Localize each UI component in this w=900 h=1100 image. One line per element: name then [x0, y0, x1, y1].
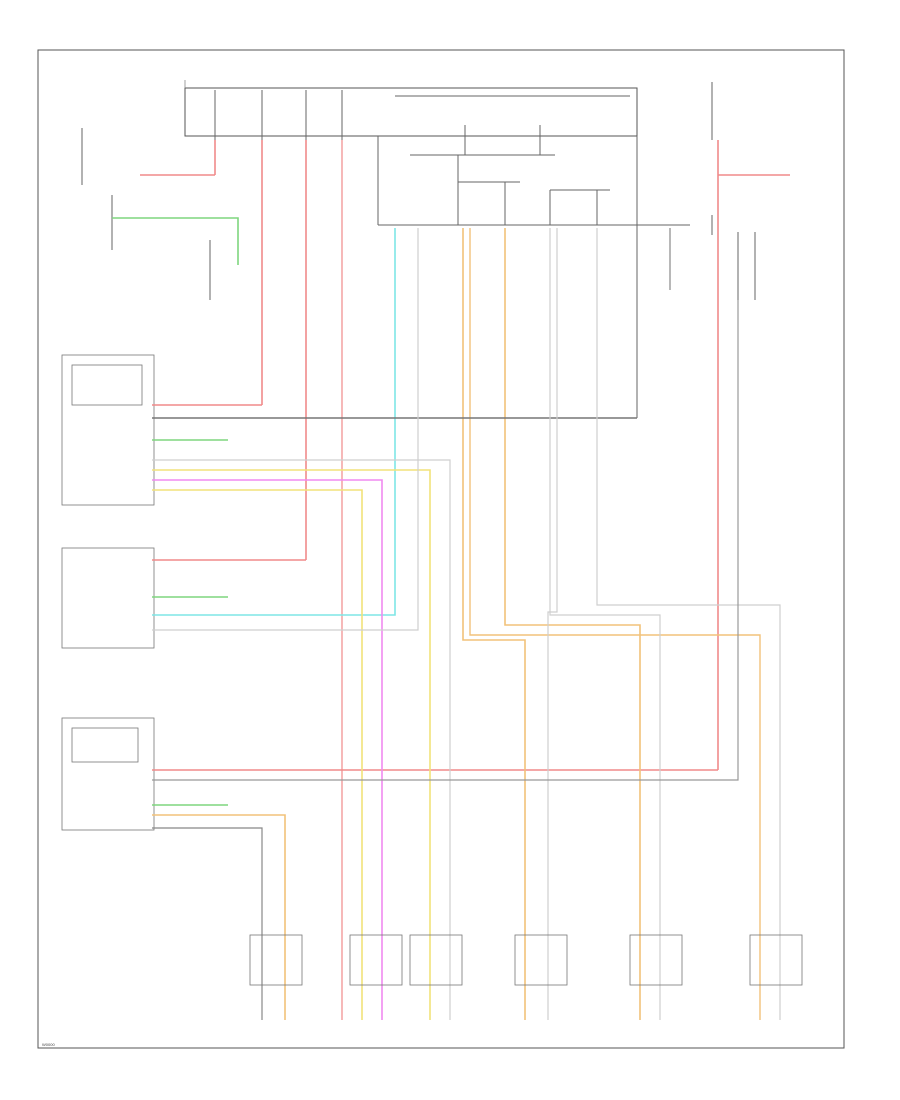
wire-gray-8 [152, 827, 263, 1020]
wire-gray-4 [549, 228, 661, 1020]
wire-yellow-4 [504, 228, 641, 1020]
wire-yellow-2 [152, 489, 363, 1020]
wire-green-1 [112, 217, 239, 265]
actuator-left-rear [514, 934, 568, 986]
fuse-block [184, 80, 690, 418]
actuator-rear-left [349, 934, 403, 986]
left-module [81, 128, 211, 300]
wire-gray-5 [547, 228, 558, 1020]
wire-yellow-3 [462, 228, 526, 1020]
wire-yellow-5 [469, 228, 761, 1020]
driver-door-switch [61, 354, 155, 506]
driver-door-switch-inner [71, 364, 143, 406]
wire-gray-7 [152, 300, 739, 781]
wires [112, 140, 790, 1020]
actuator-passenger [249, 934, 303, 986]
wire-gray-3 [152, 228, 419, 631]
actuator-liftgate [749, 934, 803, 986]
actuators [249, 934, 803, 986]
right-fuse [711, 82, 756, 300]
wire-gray-2 [152, 459, 451, 1020]
passenger-door-switch [61, 717, 155, 831]
actuator-rear-switch [409, 934, 463, 986]
wire-magenta-1 [152, 479, 383, 1020]
actuator-right-rear [629, 934, 683, 986]
passenger-door-switch-inner [71, 727, 139, 763]
wire-yellow-6 [152, 814, 286, 1020]
wire-gray-6 [596, 228, 781, 1020]
footer-code: W0000 [42, 1042, 55, 1047]
diagram-frame [37, 49, 845, 1049]
wire-cyan-1 [152, 228, 396, 616]
rear-door-switch [61, 547, 155, 649]
wire-yellow-1 [152, 469, 431, 1020]
